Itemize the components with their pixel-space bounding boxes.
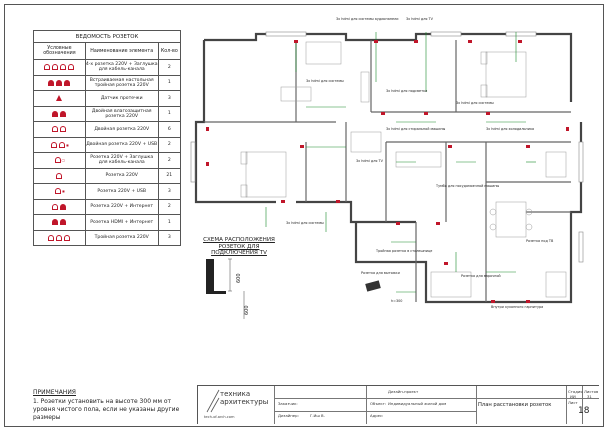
- socket-usb-icon: ▪: [33, 183, 86, 200]
- plan-label: 3х hdmi для TV: [356, 159, 384, 163]
- notes-text: 1. Розетки установить на высоте 300 мм о…: [33, 398, 180, 421]
- designer-label: Дизайнер:: [278, 413, 299, 418]
- row-name: Двойная розетка 220V + USB: [84, 136, 159, 153]
- designer-value: Г.Иш В.: [310, 413, 325, 418]
- object-value: Индивидуальный жилой дом: [388, 401, 447, 406]
- row-name: Двойная розетка 220V: [84, 121, 159, 138]
- schedule-title: ВЕДОМОСТЬ РОЗЕТОК: [33, 30, 181, 43]
- plan-label: 3х hdmi для системы: [286, 221, 324, 225]
- plan-label: Розетка для вытяжки: [361, 271, 400, 275]
- double-socket-usb-icon: ▪: [33, 136, 86, 153]
- table-row: ▪ Двойная розетка 220V + USB 2: [33, 136, 182, 153]
- row-qty: 2: [157, 152, 182, 169]
- company-logo-icon: [206, 389, 220, 413]
- double-socket-icon: [33, 121, 86, 138]
- row-qty: 1: [157, 105, 182, 122]
- row-name: Розетка 220V + Интернет: [84, 198, 159, 215]
- row-name: Розетка 220V: [84, 167, 159, 184]
- table-row: 4-х розетка 220V + Заглушка для кабель-к…: [33, 59, 182, 76]
- plan-label: 3х hdmi для холодильника: [486, 127, 534, 131]
- sheets-value: 31: [587, 394, 592, 399]
- triple-socket-icon: [33, 229, 86, 246]
- hdmi-internet-icon: [33, 214, 86, 231]
- plan-label: 3х hdmi для системы: [456, 101, 494, 105]
- col-qty-header: Кол-во: [157, 42, 182, 60]
- col-name-header: Наименование элемента: [84, 42, 159, 60]
- row-qty: 1: [157, 214, 182, 231]
- title-block: Заказчик: Дизайнер: Г.Иш В. Объект: Инди…: [197, 385, 599, 424]
- row-name: Розетка 220V + USB: [84, 183, 159, 200]
- drawing-frame: [4, 4, 604, 427]
- table-row: Встраиваемая настольная тройная розетка …: [33, 74, 182, 91]
- table-row: ▪ Розетка 220V + USB 3: [33, 183, 182, 200]
- floor-plan: 3х hdmi для системы аудиопанели 3х hdmi …: [190, 17, 584, 309]
- table-row: Розетка 220V 21: [33, 167, 182, 184]
- quad-socket-icon: [33, 59, 86, 76]
- notes-title: ПРИМЕЧАНИЯ: [33, 389, 76, 396]
- stage-label: Стадия: [568, 389, 583, 394]
- plan-label: 3х hdmi для подсветки: [386, 89, 427, 93]
- sheet-number: 18: [578, 406, 590, 416]
- plan-label: Тумба для посудомоечной машины: [435, 184, 500, 188]
- table-row: ▭ Розетка 220V + Заглушка для кабель-кан…: [33, 152, 182, 169]
- plan-label: 3х hdmi для стиральной машины: [386, 127, 446, 131]
- sheets-label: Листов: [584, 389, 599, 394]
- customer-label: Заказчик:: [278, 401, 298, 406]
- sheet-title: План расстановки розеток: [478, 402, 552, 408]
- plan-label: h=300: [391, 299, 402, 303]
- sheet-label: Лист: [568, 400, 578, 405]
- object-label: Объект:: [370, 401, 387, 406]
- table-row: Датчик протечки 3: [33, 90, 182, 107]
- tv-schematic: 600 600: [206, 258, 250, 319]
- row-qty: 3: [157, 90, 182, 107]
- row-name: Встраиваемая настольная тройная розетка …: [84, 74, 159, 91]
- plan-label: Розетка для варочной: [461, 274, 501, 278]
- company-site: tech-of-arch.com: [204, 415, 235, 419]
- tv-dim-top: 600: [236, 273, 242, 283]
- table-row: Розетка 220V + Интернет 2: [33, 198, 182, 215]
- col-symbol-header: Условные обозначения: [33, 42, 86, 60]
- plan-label: 3х hdmi для системы аудиопанели: [336, 17, 398, 21]
- socket-cap-icon: ▭: [33, 152, 86, 169]
- plan-label: 3х hdmi для системы: [306, 79, 344, 83]
- logo-line-1: техника: [220, 390, 251, 398]
- plan-label: 3х hdmi для TV: [406, 17, 434, 21]
- row-name: Розетка 220V + Заглушка для кабель-канал…: [84, 152, 159, 169]
- plan-label: Розетка под ТВ: [526, 239, 554, 243]
- row-qty: 2: [157, 198, 182, 215]
- table-row: Двойная розетка 220V 6: [33, 121, 182, 138]
- table-row: Двойная влагозащитная розетка 220V 1: [33, 105, 182, 122]
- table-row: Розетка HDMI + Интернет 1: [33, 214, 182, 231]
- row-qty: 3: [157, 229, 182, 246]
- plan-label: Тройная розетка в столешнице: [375, 249, 432, 253]
- tv-schematic-title: СХЕМА РАСПОЛОЖЕНИЯ РОЗЕТОК ДЛЯ ПОДКЛЮЧЕН…: [203, 237, 275, 256]
- company-name: техника архитектуры: [220, 390, 268, 406]
- row-qty: 6: [157, 121, 182, 138]
- row-name: Тройная розетка 220V: [84, 229, 159, 246]
- row-name: Датчик протечки: [84, 90, 159, 107]
- socket-icon: [33, 167, 86, 184]
- row-qty: 2: [157, 59, 182, 76]
- table-socket-icon: [33, 74, 86, 91]
- row-qty: 3: [157, 183, 182, 200]
- leak-sensor-icon: [33, 90, 86, 107]
- row-name: Розетка HDMI + Интернет: [84, 214, 159, 231]
- row-name: 4-х розетка 220V + Заглушка для кабель-к…: [84, 59, 159, 76]
- stage-value: ИИ: [570, 394, 576, 399]
- row-name: Двойная влагозащитная розетка 220V: [84, 105, 159, 122]
- table-row: Тройная розетка 220V 3: [33, 229, 182, 246]
- row-qty: 2: [157, 136, 182, 153]
- address-label: Адрес:: [370, 413, 384, 418]
- plan-label: Внутри кухонного гарнитура: [491, 305, 543, 309]
- tv-dim-bottom: 600: [244, 305, 250, 315]
- logo-line-2: архитектуры: [220, 398, 269, 406]
- row-qty: 21: [157, 167, 182, 184]
- socket-schedule-table: ВЕДОМОСТЬ РОЗЕТОК Условные обозначения Н…: [33, 30, 182, 246]
- row-qty: 1: [157, 74, 182, 91]
- project-label: Дизайн-проект: [388, 389, 419, 394]
- waterproof-double-socket-icon: [33, 105, 86, 122]
- socket-internet-icon: [33, 198, 86, 215]
